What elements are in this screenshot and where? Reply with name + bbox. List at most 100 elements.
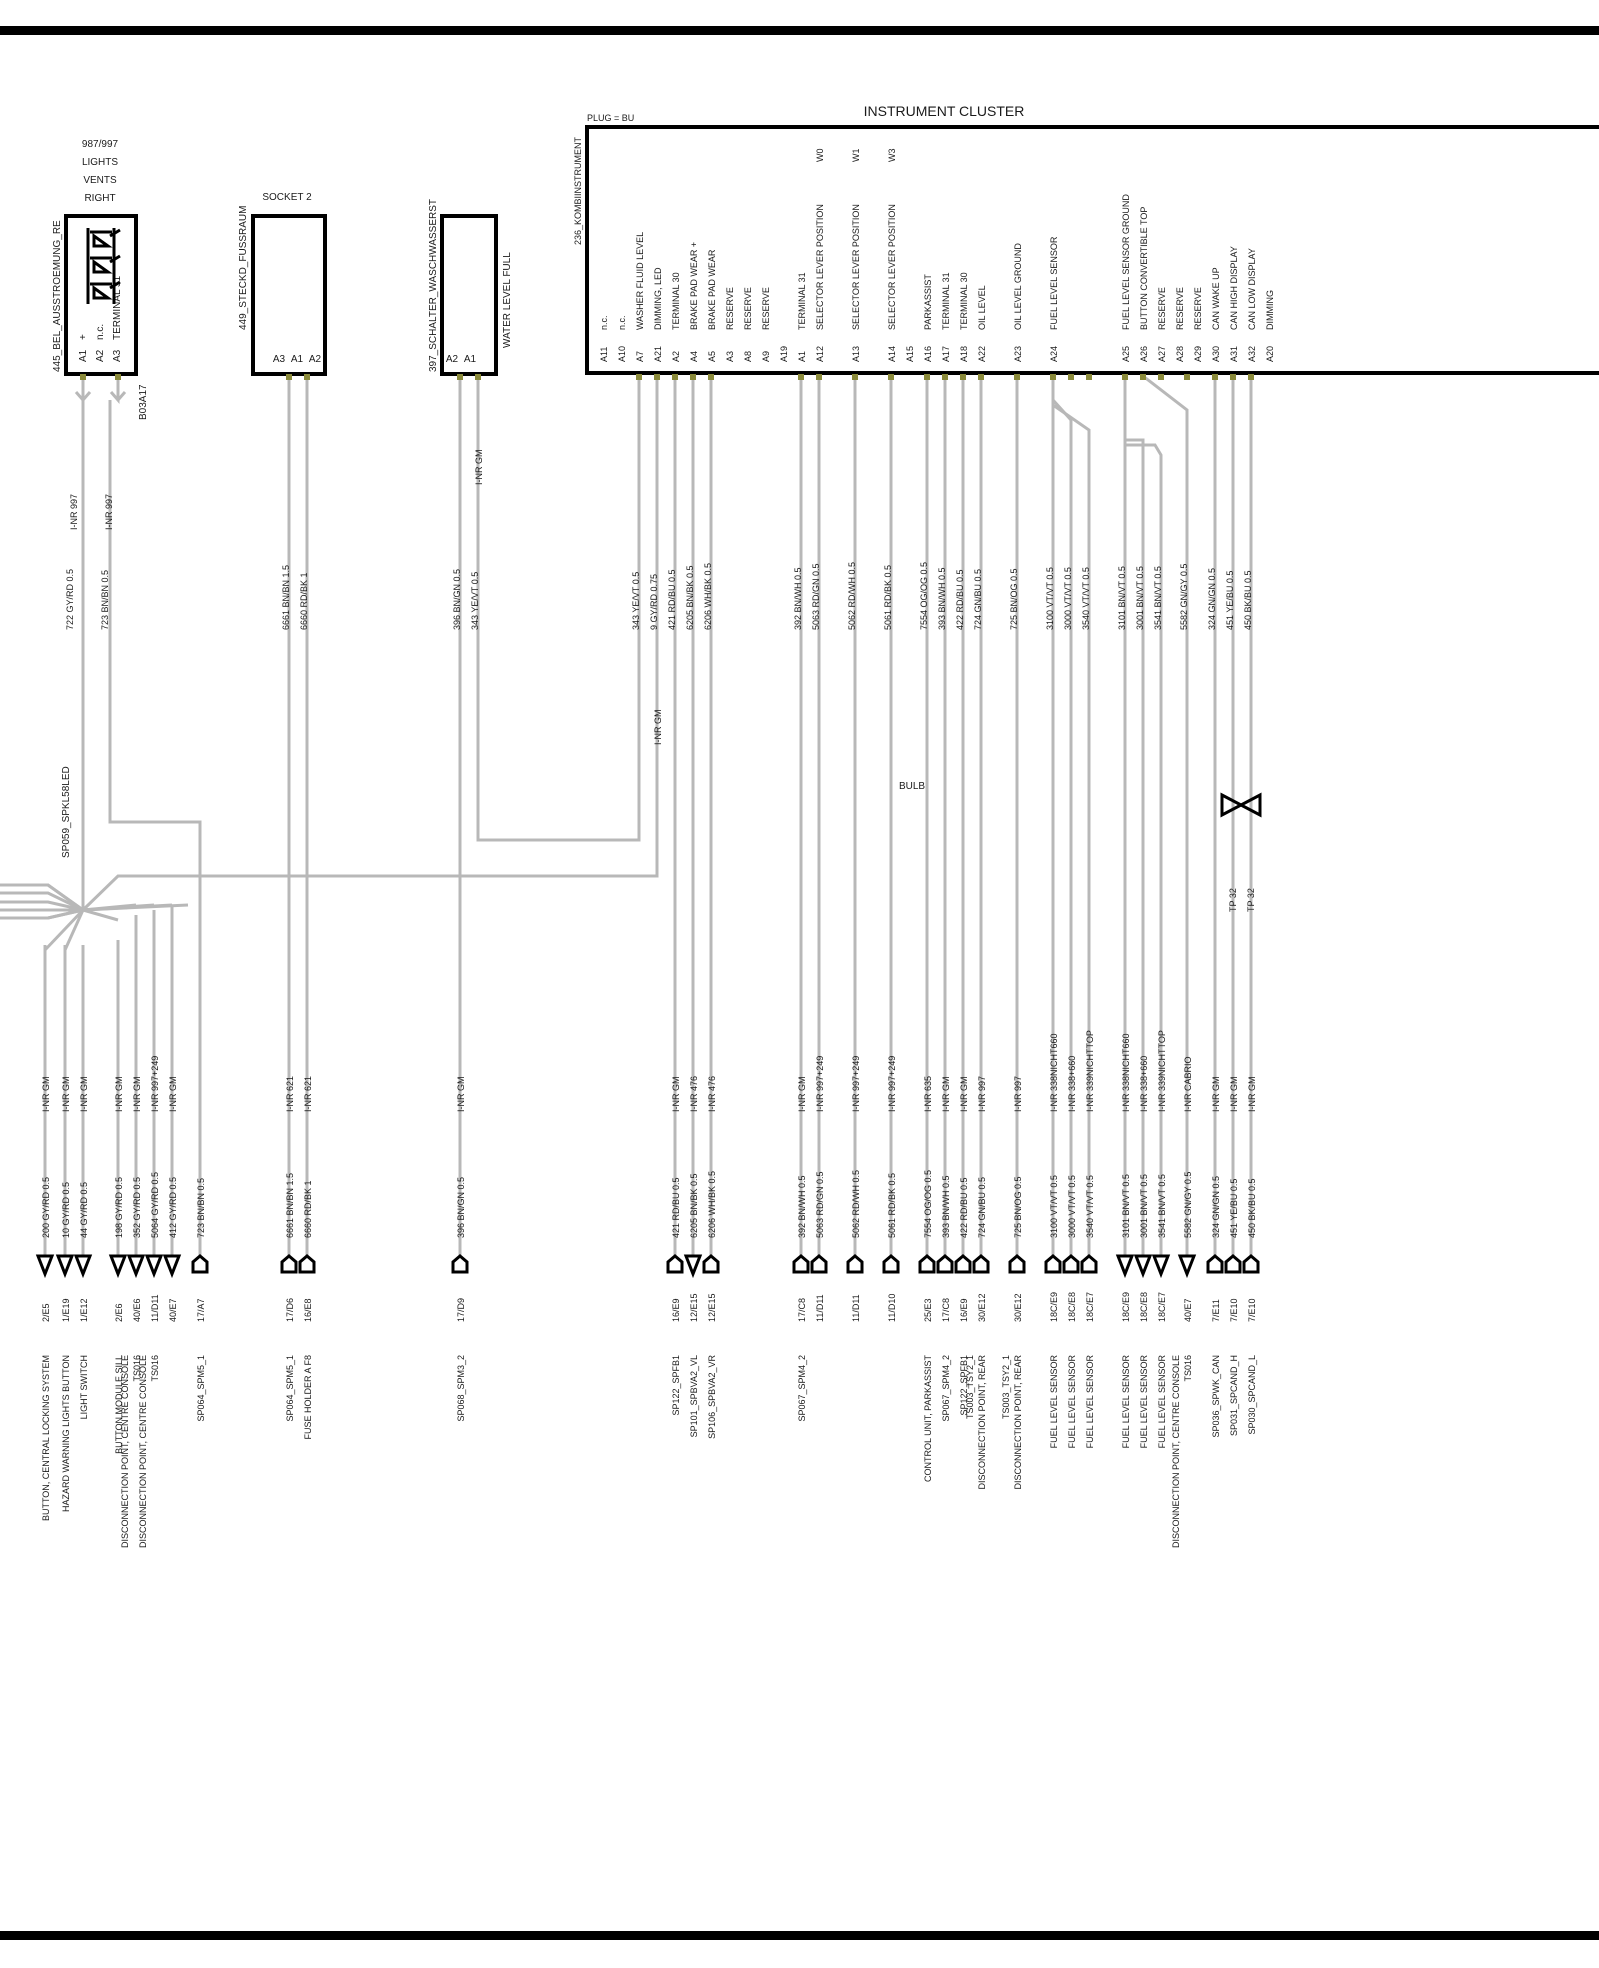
bottom-destination: SP106_SPBVA2_VR (707, 1355, 717, 1439)
twisted-pair-icon (1220, 792, 1262, 818)
lights-pin-label: + (78, 334, 89, 340)
connector-up-icon (1080, 1254, 1098, 1274)
cluster-pin-label: SELECTOR LEVER POSITION (851, 204, 861, 330)
connector-down-icon (108, 1254, 128, 1279)
bottom-wire-code: I-NR 997+249 (150, 1056, 160, 1112)
cluster-pin-id: A27 (1157, 346, 1167, 362)
connector-up-icon (451, 1254, 469, 1274)
connector-up-icon (1224, 1254, 1242, 1274)
cluster-pin-id: A11 (599, 347, 609, 362)
pin-marker (654, 374, 660, 380)
upper-wire-label: 3541 BN/VT 0.5 (1153, 566, 1163, 630)
connector-up-icon (1242, 1254, 1260, 1274)
wire-splice-branch (43, 908, 85, 952)
cluster-pin-id: A31 (1229, 346, 1239, 362)
wire-code: I-NR GM (474, 450, 484, 486)
upper-wire-label: 5061 RD/BK 0.5 (883, 565, 893, 630)
bottom-destination: DISCONNECTION POINT, CENTRE CONSOLE (1171, 1355, 1181, 1548)
upper-wire-label: 6205 BN/BK 0.5 (685, 565, 695, 630)
wire-code: I-NR 997 (104, 494, 114, 530)
upper-wire-label: 3101 BN/VT 0.5 (1117, 566, 1127, 630)
bottom-destination: LIGHT SWITCH (79, 1355, 89, 1419)
bottom-destination: SP064_SPM5_1 (196, 1355, 206, 1422)
cluster-pin-id: A17 (941, 346, 951, 362)
lights-pin-id: A2 (95, 349, 106, 362)
connector-down-icon (1133, 1254, 1153, 1279)
pin-marker (1212, 374, 1218, 380)
wire-splice-left (0, 883, 84, 912)
cluster-pin-id: A16 (923, 346, 933, 362)
bottom-ref: 11/D11 (815, 1294, 825, 1322)
bottom-wire-label: 451 YE/BU 0.5 (1229, 1179, 1239, 1238)
upper-wire-label: 5063 RD/GN 0.5 (811, 563, 821, 630)
cluster-pin-label: SELECTOR LEVER POSITION (887, 204, 897, 330)
socket-pin-id: A1 (291, 354, 304, 365)
pin-marker (457, 374, 463, 380)
cluster-pin-id: A5 (707, 351, 717, 362)
bottom-wire-label: 5061 RD/BK 0.5 (887, 1173, 897, 1238)
socket-pin-id: A3 (273, 354, 286, 365)
bottom-ref: 16/E8 (303, 1298, 313, 1322)
socket-component-box (251, 214, 327, 376)
bottom-ref: 18C/E7 (1085, 1292, 1095, 1322)
bottom-ref: 40/E6 (132, 1298, 142, 1322)
cluster-pin-label: TERMINAL 31 (797, 272, 807, 330)
bottom-destination: FUEL LEVEL SENSOR (1049, 1355, 1059, 1449)
connector-up-icon (1044, 1254, 1062, 1274)
splice-label: SP059_SPKL58LED (61, 766, 72, 858)
cluster-pin-label: OIL LEVEL GROUND (1013, 243, 1023, 330)
bottom-wire-code: I-NR 997+249 (887, 1056, 897, 1112)
switch-component-box (440, 214, 498, 376)
connector-up-icon (298, 1254, 316, 1274)
cluster-pin-id: A7 (635, 351, 645, 362)
pin-marker (978, 374, 984, 380)
bottom-wire-label: 5062 RD/WH 0.5 (851, 1170, 861, 1238)
connector-down-icon (162, 1254, 182, 1279)
cluster-pin-id: A9 (761, 351, 771, 362)
bottom-ref: 30/E12 (1013, 1293, 1023, 1322)
bottom-wire-label: 450 BK/BU 0.5 (1247, 1178, 1257, 1238)
bottom-wire-code: I-NR 338NICHT660 (1049, 1033, 1059, 1112)
cluster-pin-label: TERMINAL 30 (671, 272, 681, 330)
cluster-pin-label: OIL LEVEL (977, 285, 987, 330)
upper-wire-label: 9 GY/RD 0.75 (649, 574, 659, 630)
cluster-pin-label: FUEL LEVEL SENSOR (1049, 236, 1059, 330)
cluster-pin-label: TERMINAL 30 (959, 272, 969, 330)
bottom-wire-code: I-NR GM (456, 1077, 466, 1113)
cluster-pin-id: A23 (1013, 346, 1023, 362)
cluster-pin-id: A28 (1175, 346, 1185, 362)
bottom-destination: TS016 (1183, 1355, 1193, 1382)
lights-pin-label: TERMINAL 31 (112, 275, 123, 340)
bottom-destination: SP064_SPM5_1 (285, 1355, 295, 1422)
switch-component-id: 397_SCHALTER_WASCHWASSERST (428, 199, 439, 372)
cluster-pin-id: A15 (905, 346, 915, 362)
bottom-ref: 25/E3 (923, 1298, 933, 1322)
pin-marker (115, 374, 121, 380)
bottom-destination: FUEL LEVEL SENSOR (1085, 1355, 1095, 1449)
wire-code: I-NR 997 (69, 494, 79, 530)
cluster-pin-id: A21 (653, 346, 663, 362)
cluster-pin-id: A12 (815, 346, 825, 362)
bottom-ref: 18C/E8 (1067, 1292, 1077, 1322)
bottom-wire-code: I-NR GM (41, 1077, 51, 1113)
cluster-pin-id: A22 (977, 346, 987, 362)
bottom-wire-label: 198 GY/RD 0.5 (114, 1177, 124, 1238)
lights-pin-id: A3 (112, 349, 123, 362)
wire-splice-left (0, 908, 84, 920)
lights-title-line: 987/997 (82, 139, 119, 150)
upper-wire-label: 5582 GN/GY 0.5 (1179, 564, 1189, 630)
cluster-pin-label: BUTTON CONVERTIBLE TOP (1139, 207, 1149, 330)
bottom-wire-label: 412 GY/RD 0.5 (168, 1177, 178, 1238)
connector-down-icon (73, 1254, 93, 1279)
bulb-label: BULB (899, 781, 925, 792)
connector-up-icon (1206, 1254, 1224, 1274)
connector-up-icon (280, 1254, 298, 1274)
cluster-pin-label: BRAKE PAD WEAR + (689, 242, 699, 330)
connector-up-icon (954, 1254, 972, 1274)
cluster-pin-label: CAN WAKE UP (1211, 267, 1221, 330)
bottom-wire-label: 6205 BN/BK 0.5 (689, 1173, 699, 1238)
wire-fuel-c (1052, 403, 1091, 1255)
bottom-ref: 7/E10 (1247, 1298, 1257, 1322)
pin-marker (80, 374, 86, 380)
